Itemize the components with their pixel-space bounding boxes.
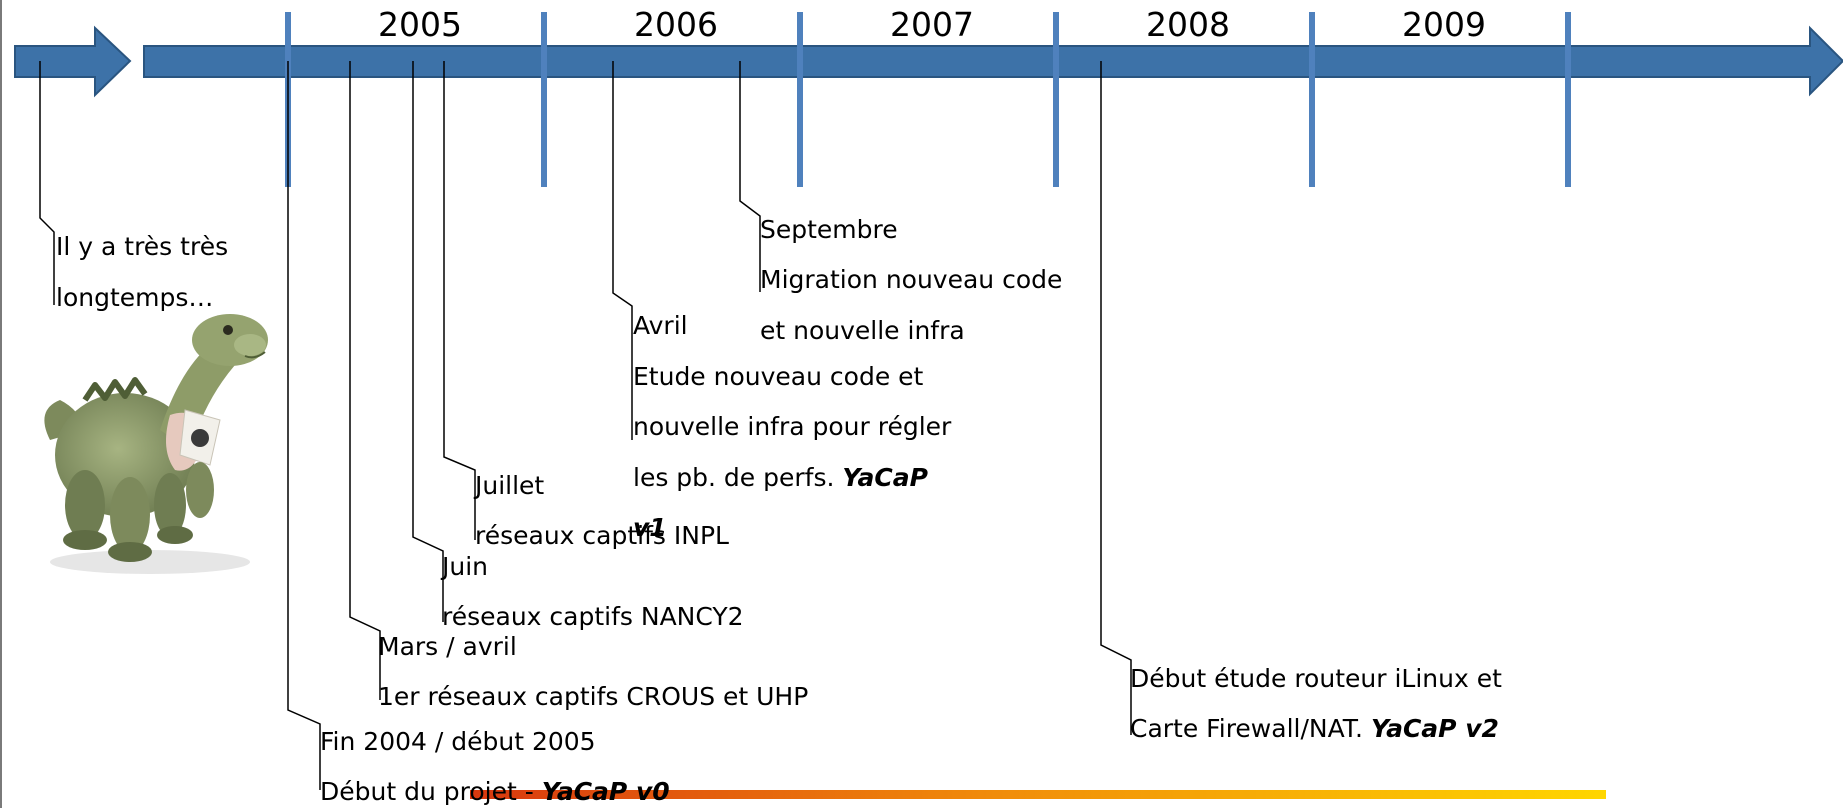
dinosaur-plush-icon: [44, 314, 268, 574]
start-arrow: [14, 25, 132, 98]
connector-start: [287, 61, 321, 790]
event-april-line2: Etude nouveau code et: [633, 362, 924, 391]
year-tick: [797, 12, 803, 187]
event-april-line1: Avril: [633, 311, 688, 340]
event-ilinux-text: Carte Firewall/NAT.: [1130, 714, 1371, 743]
connector-june: [412, 61, 444, 622]
event-july-line2: réseaux captifs INPL: [475, 521, 729, 550]
connector-april: [612, 61, 633, 440]
event-intro-line2: longtemps…: [56, 283, 214, 312]
event-april-line5: v1: [633, 513, 667, 543]
event-april-text: les pb. de perfs.: [633, 463, 843, 492]
event-september-line2: Migration nouveau code: [760, 265, 1063, 294]
event-ilinux-line2: Carte Firewall/NAT. YaCaP v2: [1130, 714, 1499, 744]
timeline-arrow: [143, 25, 1843, 97]
event-july-line1: Juillet: [475, 471, 545, 500]
connector-september: [739, 61, 761, 292]
event-ilinux-line1: Début étude routeur iLinux et: [1130, 664, 1502, 693]
year-label-2008: 2008: [1146, 5, 1230, 44]
year-label-2007: 2007: [890, 5, 974, 44]
connector-intro: [39, 61, 55, 305]
event-start-text: Début du projet -: [320, 777, 542, 806]
event-march-line2: 1er réseaux captifs CROUS et UHP: [378, 682, 809, 711]
event-june-line1: Juin: [442, 552, 489, 581]
event-september-line3: et nouvelle infra: [760, 316, 965, 345]
year-tick: [1309, 12, 1315, 187]
connector-march: [349, 61, 381, 700]
event-april-line4: les pb. de perfs. YaCaP: [633, 463, 928, 493]
event-march-line1: Mars / avril: [378, 632, 517, 661]
event-start-line1: Fin 2004 / début 2005: [320, 727, 596, 756]
event-april-version: YaCaP: [842, 463, 928, 492]
event-start-version: YaCaP v0: [541, 777, 670, 806]
year-label-2009: 2009: [1402, 5, 1486, 44]
connector-lines: [39, 61, 1132, 790]
event-april-version-suffix: v1: [633, 513, 667, 542]
event-september-line1: Septembre: [760, 215, 898, 244]
year-label-2006: 2006: [634, 5, 718, 44]
event-start-line2: Début du projet - YaCaP v0: [320, 777, 670, 807]
footer-gradient-bar: [470, 790, 1606, 799]
year-label-2005: 2005: [378, 5, 462, 44]
connector-ilinux: [1100, 61, 1132, 735]
event-june-line2: réseaux captifs NANCY2: [442, 602, 744, 631]
event-ilinux-version: YaCaP v2: [1370, 714, 1499, 743]
connector-july: [443, 61, 476, 540]
event-april-line3: nouvelle infra pour régler: [633, 412, 952, 441]
year-tick: [541, 12, 547, 187]
year-tick: [1565, 12, 1571, 187]
event-intro-line1: Il y a très très: [56, 232, 229, 261]
year-tick: [1053, 12, 1059, 187]
